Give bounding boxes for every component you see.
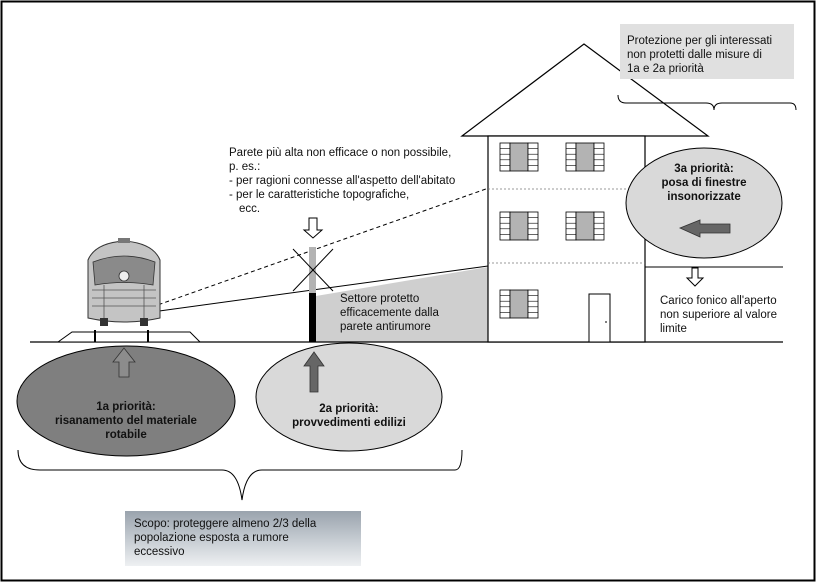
protezione-line: 1a e 2a priorità [627, 63, 704, 75]
noise-wall [309, 293, 316, 342]
down-arrow-icon [302, 217, 324, 239]
priority-3-line: posa di finestre [661, 177, 747, 189]
protezione-line: Protezione per gli interessati [627, 35, 773, 47]
carico-note: Carico fonico all'aperto non superiore a… [660, 294, 777, 336]
window-icon [499, 142, 539, 172]
window-icon [565, 211, 605, 241]
protezione-line: non protetti dalle misure di [627, 49, 762, 61]
scopo-line: eccessivo [134, 546, 185, 558]
protezione-note: Protezione per gli interessati non prote… [627, 34, 772, 76]
priority-2-label: 2a priorità: provvedimenti edilizi [262, 402, 436, 430]
settore-note: Settore protetto efficacemente dalla par… [340, 292, 439, 334]
brace-top [617, 94, 797, 111]
priority-1-line: 1a priorità: [96, 401, 156, 413]
window-icon [499, 289, 539, 319]
priority-1-ellipse [16, 345, 236, 457]
priority-1-line: risanamento del materiale [55, 415, 197, 427]
window-icon [499, 211, 539, 241]
priority-3-line: insonorizzate [667, 191, 741, 203]
priority-2-line: provvedimenti edilizi [292, 417, 406, 429]
cross-mark-2 [292, 248, 334, 292]
scopo-line: Scopo: proteggere almeno 2/3 della [134, 518, 317, 530]
priority-3-line: 3a priorità: [674, 163, 734, 175]
parete-note: Parete più alta non efficace o non possi… [229, 146, 455, 216]
protected-zone [316, 267, 488, 342]
brace-bottom [17, 449, 463, 501]
parete-line: ecc. [239, 203, 261, 215]
parete-line: - per le caratteristiche topografiche, [229, 189, 410, 201]
scopo-note: Scopo: proteggere almeno 2/3 della popol… [134, 517, 316, 559]
house-windows [499, 142, 605, 319]
settore-line: efficacemente dalla [340, 307, 439, 319]
left-arrow-icon [678, 219, 731, 238]
priority-2-ellipse [255, 342, 443, 452]
carico-line: limite [660, 323, 687, 335]
priority-2-line: 2a priorità: [319, 403, 379, 415]
settore-line: Settore protetto [340, 293, 420, 305]
parete-line: - per ragioni connesse all'aspetto dell'… [229, 175, 456, 187]
sound-line-dashed [151, 183, 501, 308]
protection-box [620, 24, 794, 79]
parete-line: Parete più alta non efficace o non possi… [229, 147, 452, 159]
settore-line: parete antirumore [340, 321, 431, 333]
scopo-box [125, 511, 361, 566]
rail-platform [56, 331, 202, 343]
train-icon [87, 238, 161, 326]
carico-line: non superiore al valore [660, 309, 777, 321]
window-icon [565, 142, 605, 172]
down-arrow-right-icon [685, 267, 705, 287]
up-arrow-p1-icon [112, 347, 136, 378]
sound-line-solid [151, 265, 489, 313]
up-arrow-p2-icon [303, 351, 325, 393]
parete-line: p. es.: [229, 161, 261, 173]
priority-1-line: rotabile [105, 429, 147, 441]
carico-line: Carico fonico all'aperto [660, 295, 777, 307]
priority-3-label: 3a priorità: posa di finestre insonorizz… [634, 162, 774, 204]
scopo-line: popolazione esposta a rumore [134, 532, 289, 544]
priority-1-label: 1a priorità: risanamento del materiale r… [22, 400, 230, 442]
priority-3-ellipse [625, 147, 783, 259]
